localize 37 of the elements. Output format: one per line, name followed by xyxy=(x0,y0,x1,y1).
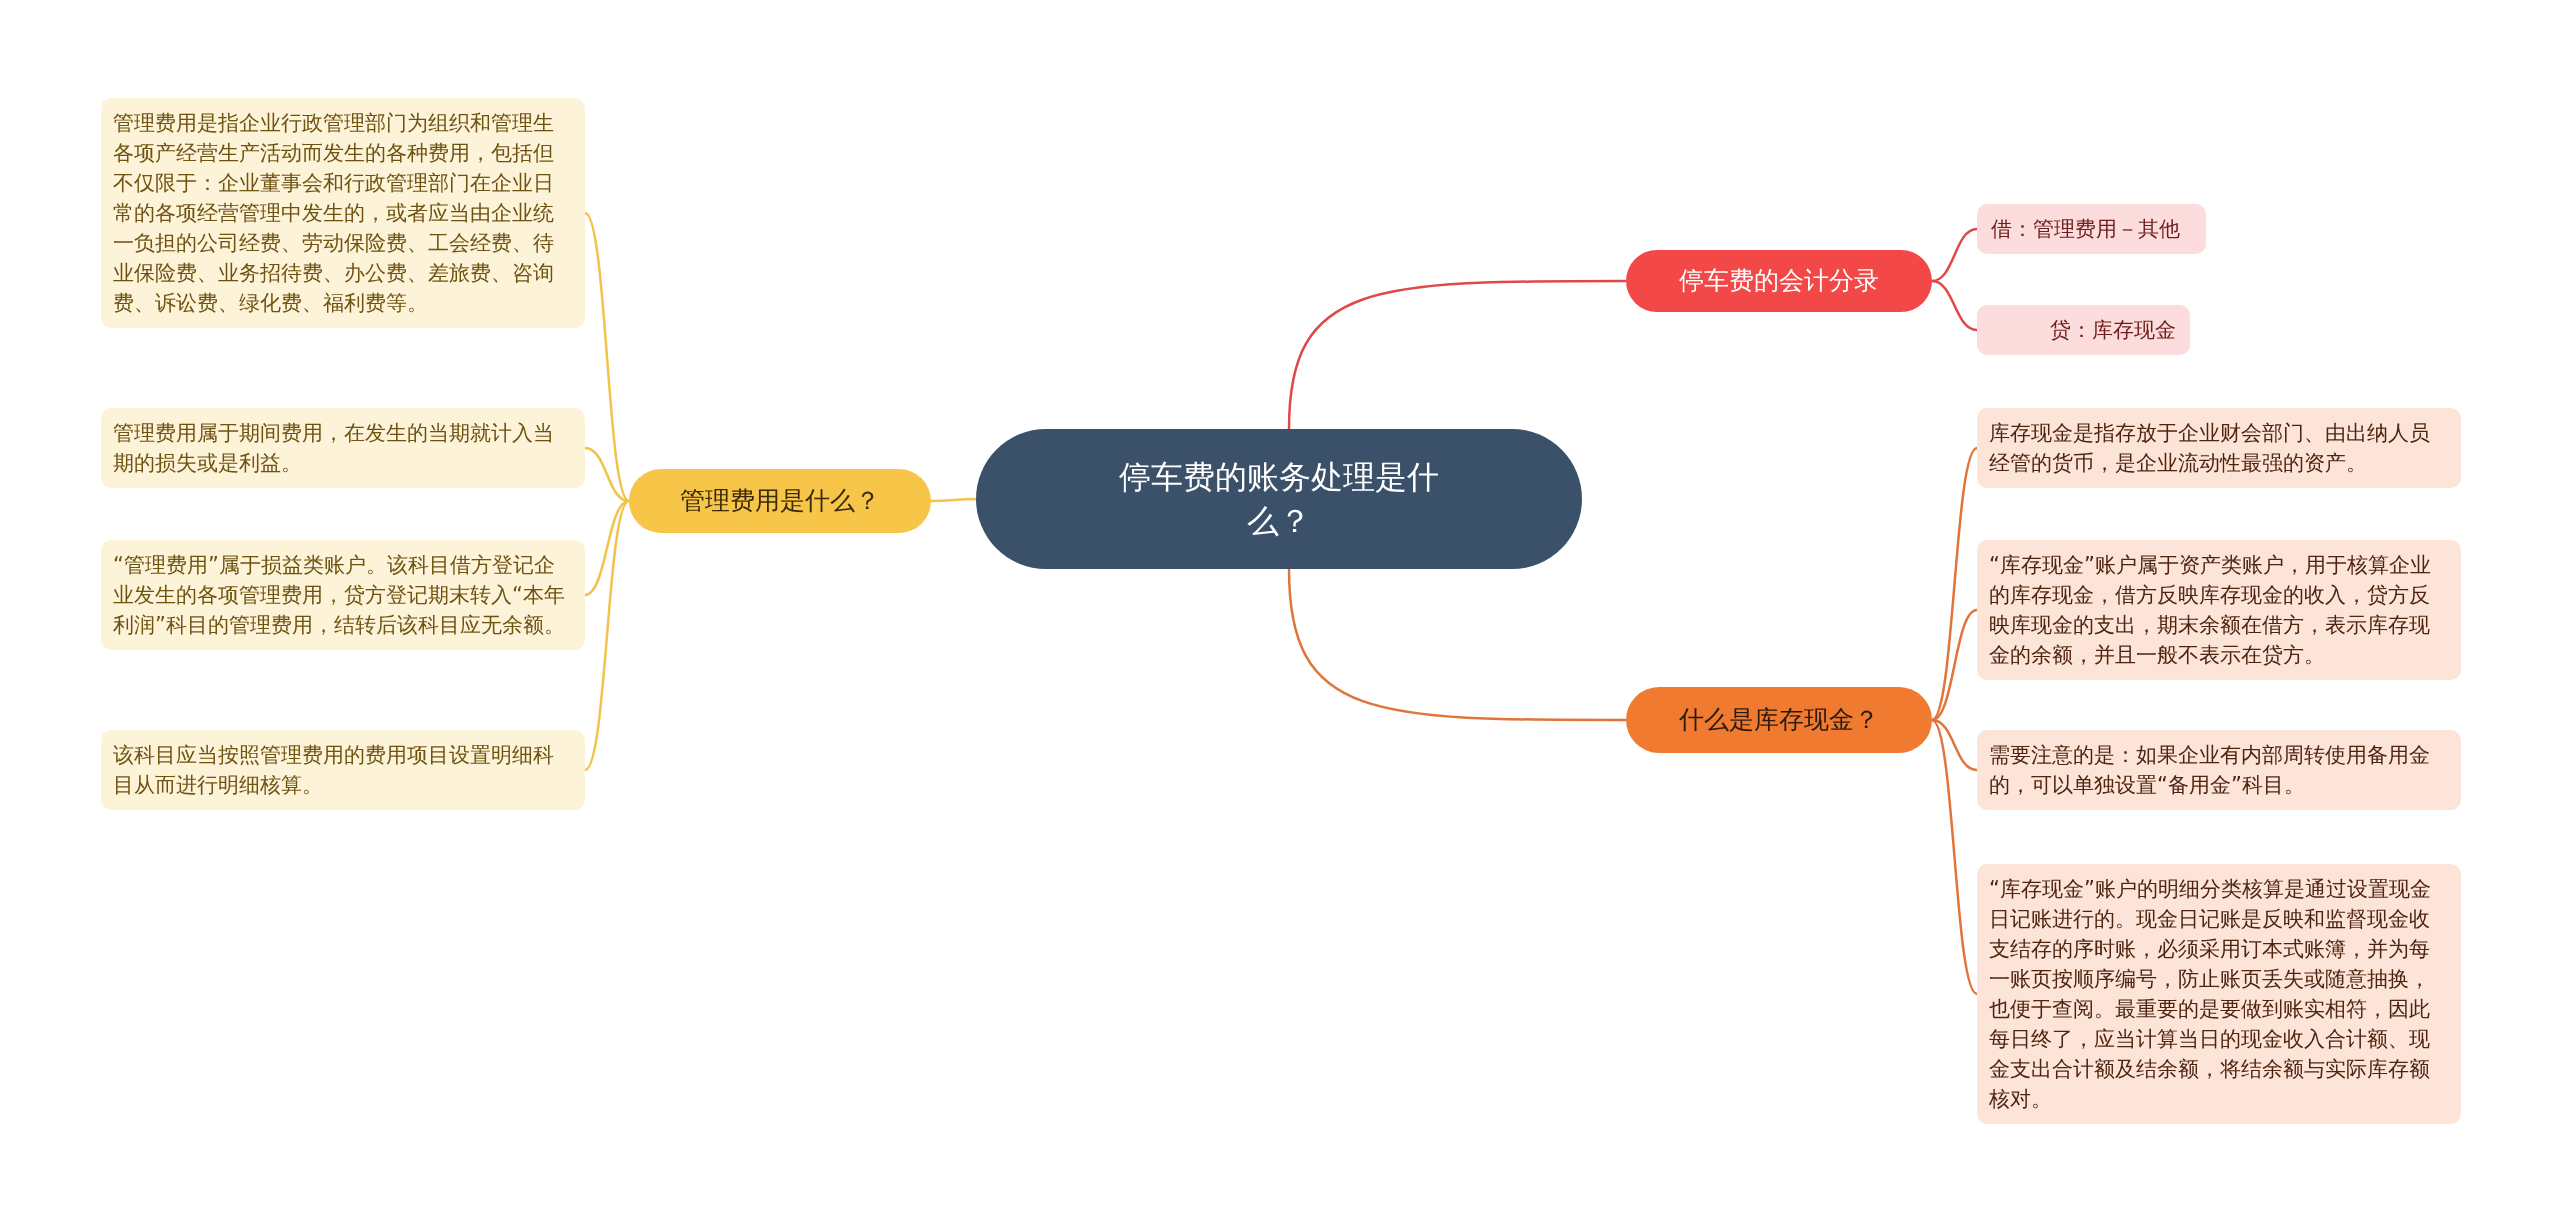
note-card xyxy=(1977,408,2461,488)
branch-line xyxy=(1931,719,1978,995)
branch-line xyxy=(1287,279,1626,430)
topic-text: 该科目应当按照管理费用的费用项目设置明细科目从而进行明细核算。 xyxy=(113,742,555,799)
topic-text: 需要注意的是：如果企业有内部周转使用备用金的，可以单独设置“备用金”科目。 xyxy=(1989,742,2431,799)
note-card xyxy=(101,408,585,488)
branch-line xyxy=(931,497,976,503)
topic-text: 管理费用是指企业行政管理部门为组织和管理生各项产经营生产活动而发生的各种费用，包括但不仅限于：企业董事会和行政管理部门在企业日常的各项经营管理中发生的，或者应当由企业统一负担的公司经费、劳动保险费、工会经费、待业保险费、业务招待费、办公费、差旅费、咨询费、诉讼费、绿化费、福利费等。 xyxy=(113,110,555,317)
branch-line xyxy=(1287,568,1626,722)
branch-line xyxy=(1931,608,1978,722)
topic-text: “库存现金”账户属于资产类账户，用于核算企业的库存现金，借方反映库存现金的收入，贷方反映库现金的支出，期末余额在借方，表示库存现金的余额，并且一般不表示在贷方。 xyxy=(1989,552,2432,669)
note-card xyxy=(1977,540,2461,680)
topic-text: “库存现金”账户的明细分类核算是通过设置现金日记账进行的。现金日记账是反映和监督现金收支结存的序时账，必须采用订本式账簿，并为每一账页按顺序编号，防止账页丢失或随意抽换，也便于查阅。最重要的是要做到账实相符，因此每日终了，应当计算当日的现金收入合计额、现金支出合计额及结余额，将结余额与实际库存额核对。 xyxy=(1989,876,2432,1113)
branch-line xyxy=(584,212,630,502)
branch-line xyxy=(1931,279,1978,332)
branch-line xyxy=(584,500,630,771)
topic-text: “管理费用”属于损益类账户。该科目借方登记企业发生的各项管理费用，贷方登记期末转入“本年利润”科目的管理费用，结转后该科目应无余额。 xyxy=(113,552,566,639)
branch-line xyxy=(584,446,630,503)
note-card xyxy=(101,730,585,810)
topic-text: 借：管理费用－其他 xyxy=(1991,216,2181,243)
entry-card xyxy=(1977,305,2190,355)
branch-line xyxy=(1931,447,1978,721)
note-card xyxy=(1977,730,2461,810)
topic-text: 停车费的会计分录 xyxy=(1678,265,1880,297)
note-card xyxy=(101,540,585,650)
branch-line xyxy=(1931,227,1978,283)
branch-line xyxy=(584,499,630,597)
topic-text: 管理费用是什么？ xyxy=(679,485,881,517)
topic-text: 库存现金是指存放于企业财会部门、由出纳人员经管的货币，是企业流动性最强的资产。 xyxy=(1989,420,2431,477)
branch-line xyxy=(1931,718,1978,772)
topic-text: 管理费用属于期间费用，在发生的当期就计入当期的损失或是利益。 xyxy=(113,420,555,477)
entry-card xyxy=(1977,204,2206,254)
topic-text: 贷：库存现金 xyxy=(2049,317,2176,344)
note-card xyxy=(101,98,585,328)
topic-text: 什么是库存现金？ xyxy=(1678,704,1880,736)
note-card xyxy=(1977,864,2461,1124)
topic-text: 停车费的账务处理是什么？ xyxy=(1118,457,1440,542)
